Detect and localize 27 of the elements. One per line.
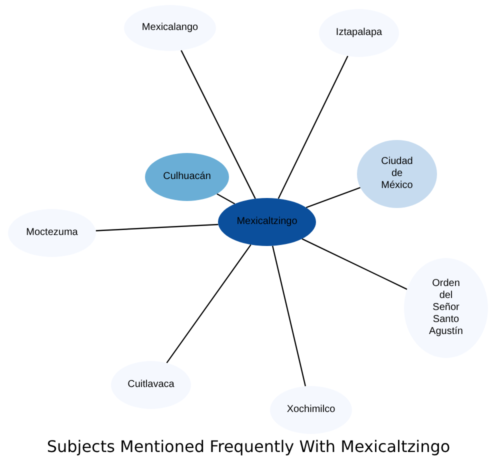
topic-ellipse	[124, 5, 216, 51]
node-label: Moctezuma	[26, 227, 78, 239]
connector-line	[272, 246, 306, 386]
node-label: Orden del Señor Santo Agustín	[428, 278, 464, 338]
node-label: Ciudad de México	[380, 156, 414, 192]
connector-line	[216, 193, 236, 204]
connector-line	[306, 186, 361, 208]
node-label: Mexicaltzingo	[236, 216, 298, 228]
topic-ellipse	[111, 361, 191, 409]
node-label: Iztapalapa	[336, 27, 382, 39]
connector-line	[180, 50, 256, 199]
diagram-title: Subjects Mentioned Frequently With Mexicaltzingo	[46, 437, 452, 456]
topic-ellipse	[319, 9, 399, 57]
connector-line	[302, 238, 408, 290]
topic-ellipse	[218, 198, 316, 246]
connector-line	[278, 56, 348, 199]
topic-ellipse	[404, 258, 488, 358]
topic-ellipse	[357, 140, 437, 208]
topic-ellipse	[8, 209, 96, 257]
connector-line	[166, 244, 252, 364]
topic-ellipse	[145, 153, 229, 201]
node-label: Cuitlavaca	[128, 379, 174, 391]
topic-ellipse	[270, 386, 352, 434]
connector-line	[96, 224, 218, 232]
node-label: Culhuacán	[163, 171, 211, 183]
node-label: Xochimilco	[286, 404, 336, 416]
node-label: Mexicalango	[142, 22, 198, 34]
